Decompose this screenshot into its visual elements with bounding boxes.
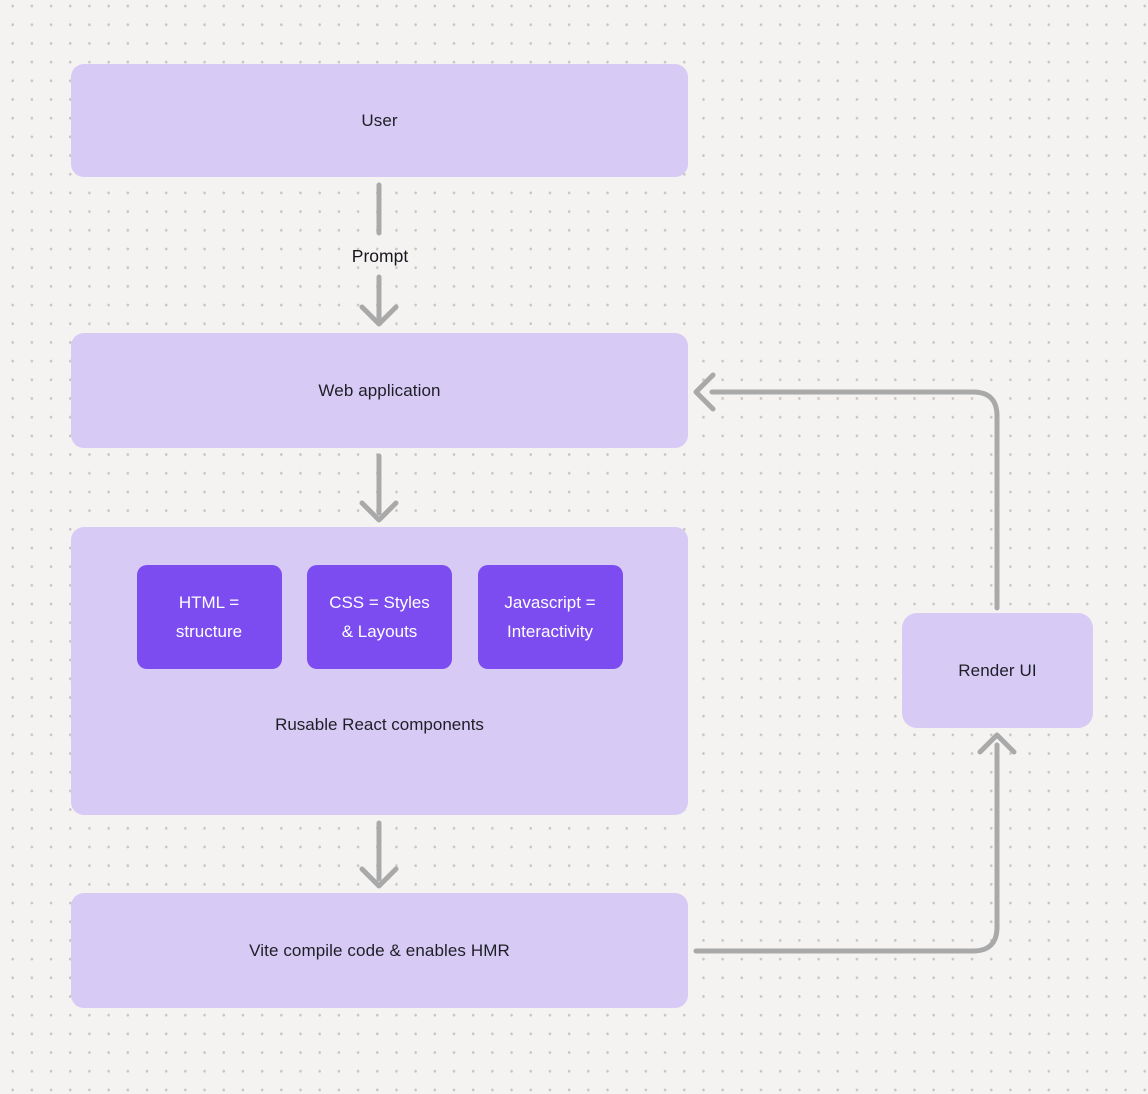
node-web-application-label: Web application xyxy=(318,380,441,400)
edge-render-to-web-line xyxy=(709,389,1000,611)
chip-javascript-line2: Interactivity xyxy=(507,622,593,641)
node-web-application: Web application xyxy=(71,333,688,448)
edge-vite-to-render-line xyxy=(693,742,1000,954)
arrowhead-down-to-web-icon xyxy=(359,304,399,327)
edge-label-prompt: Prompt xyxy=(351,246,409,266)
chip-html-line1: HTML = xyxy=(178,593,240,612)
arrowhead-down-to-vite-icon xyxy=(359,866,399,889)
chip-css: CSS = Styles & Layouts xyxy=(307,565,452,669)
chip-css-line2: & Layouts xyxy=(341,622,418,641)
chip-javascript-line1: Javascript = xyxy=(504,593,596,612)
arrowhead-left-to-web-icon xyxy=(693,372,716,412)
node-components-group: HTML = structure CSS = Styles & Layouts … xyxy=(71,527,688,815)
components-caption: Rusable React components xyxy=(275,715,484,734)
node-vite-label: Vite compile code & enables HMR xyxy=(249,940,510,960)
chip-javascript: Javascript = Interactivity xyxy=(477,565,623,669)
node-user-label: User xyxy=(361,110,398,130)
arrowhead-down-to-components-icon xyxy=(359,500,399,523)
chip-html: HTML = structure xyxy=(136,565,282,669)
node-user: User xyxy=(71,64,688,177)
chip-css-line1: CSS = Styles xyxy=(329,593,430,612)
node-render-ui-label: Render UI xyxy=(958,660,1037,680)
chip-row: HTML = structure CSS = Styles & Layouts … xyxy=(136,565,623,669)
chip-html-line2: structure xyxy=(175,622,243,641)
node-render-ui: Render UI xyxy=(902,613,1093,728)
arrowhead-up-to-render-icon xyxy=(977,732,1017,755)
node-vite: Vite compile code & enables HMR xyxy=(71,893,688,1008)
